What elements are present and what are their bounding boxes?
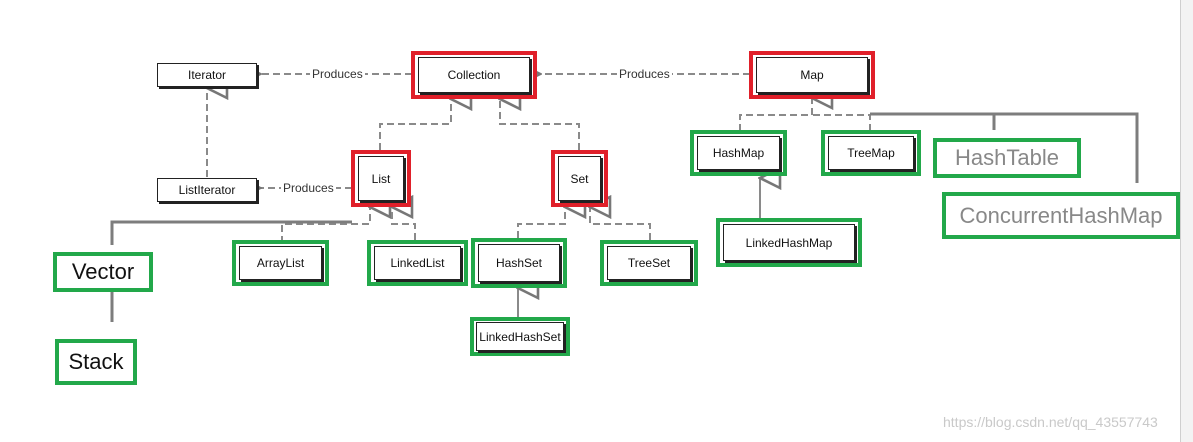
hashmap-label: HashMap [697, 136, 780, 170]
linkedlist-label: LinkedList [374, 246, 461, 280]
map-extra-branch-line [870, 112, 1139, 183]
set-collection-line [500, 99, 580, 150]
treeset-set-line [590, 207, 651, 240]
concurrenthashmap-node[interactable]: ConcurrentHashMap [942, 192, 1180, 239]
list-node[interactable]: List [351, 150, 411, 207]
set-label: Set [558, 156, 601, 201]
linkedlist-node[interactable]: LinkedList [367, 240, 468, 286]
hashmap-map-line [739, 98, 812, 131]
produces-label-listiterator: Produces [281, 181, 336, 195]
set-node[interactable]: Set [551, 150, 608, 207]
hashset-node[interactable]: HashSet [471, 238, 567, 288]
stack-node[interactable]: Stack [55, 339, 137, 385]
linkedhashmap-label: LinkedHashMap [723, 224, 855, 261]
listiterator-label: ListIterator [157, 178, 257, 202]
list-collection-line [379, 99, 451, 150]
vector-list-line [110, 220, 352, 245]
vector-label: Vector [71, 259, 135, 284]
arraylist-node[interactable]: ArrayList [232, 240, 329, 286]
treemap-map-line [812, 114, 871, 131]
hashset-set-line [517, 207, 565, 238]
treeset-node[interactable]: TreeSet [600, 240, 698, 286]
hashtable-node[interactable]: HashTable [933, 138, 1081, 178]
iterator-node[interactable]: Iterator [156, 62, 258, 88]
linkedhashset-label: LinkedHashSet [476, 322, 564, 351]
arraylist-label: ArrayList [239, 246, 322, 280]
linkedlist-list-line [392, 207, 416, 240]
stack-label: Stack [68, 349, 124, 374]
map-label: Map [756, 57, 868, 93]
vertical-scrollbar[interactable] [1180, 0, 1193, 442]
concurrenthashmap-label: ConcurrentHashMap [959, 202, 1163, 228]
treemap-label: TreeMap [828, 136, 914, 170]
vector-node[interactable]: Vector [53, 252, 153, 292]
hashtable-label: HashTable [955, 145, 1059, 170]
map-node[interactable]: Map [749, 51, 875, 99]
listiterator-node[interactable]: ListIterator [156, 177, 258, 203]
hashmap-node[interactable]: HashMap [690, 130, 787, 176]
produces-label-iterator: Produces [310, 67, 365, 81]
treemap-node[interactable]: TreeMap [821, 130, 921, 176]
arraylist-list-line [281, 207, 370, 243]
iterator-label: Iterator [157, 63, 257, 87]
collection-label: Collection [418, 57, 530, 93]
linkedhashmap-node[interactable]: LinkedHashMap [716, 218, 862, 267]
produces-label-collection: Produces [617, 67, 672, 81]
list-label: List [358, 156, 404, 201]
treeset-label: TreeSet [607, 246, 691, 280]
watermark-text: https://blog.csdn.net/qq_43557743 [943, 414, 1158, 430]
hashset-label: HashSet [478, 244, 560, 282]
linkedhashset-node[interactable]: LinkedHashSet [470, 317, 570, 356]
collection-node[interactable]: Collection [411, 51, 537, 99]
